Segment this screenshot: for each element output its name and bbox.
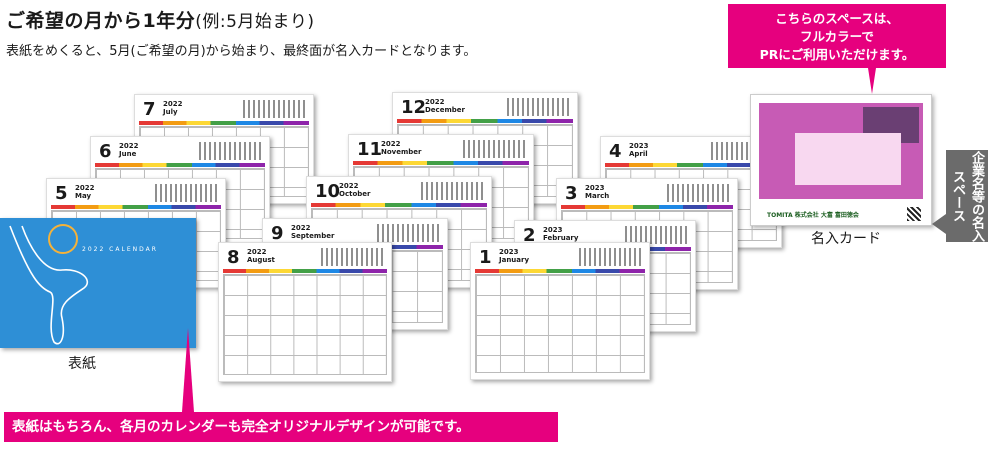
month-year: 2022 bbox=[247, 248, 267, 256]
design-callout-text: 表紙はもちろん、各月のカレンダーも完全オリジナルデザインが可能です。 bbox=[12, 419, 470, 435]
month-number: 6 bbox=[99, 141, 112, 162]
callout-pointer bbox=[182, 328, 194, 412]
title-main: ご希望の月から1年分 bbox=[6, 10, 196, 32]
month-name: September bbox=[291, 232, 335, 240]
weekday-stripe bbox=[95, 163, 265, 167]
calendar-page-january: 1 2023 January bbox=[470, 242, 650, 380]
weekday-stripe bbox=[397, 119, 573, 123]
mini-calendar bbox=[463, 140, 525, 158]
month-name: March bbox=[585, 192, 610, 200]
weekday-stripe bbox=[311, 203, 487, 207]
month-number: 8 bbox=[227, 247, 240, 268]
month-number: 1 bbox=[479, 247, 492, 268]
page-title: ご希望の月から1年分(例:5月始まり) bbox=[6, 6, 315, 33]
callout-line-1: こちらのスペースは、 bbox=[775, 11, 899, 26]
mini-calendar bbox=[579, 248, 641, 266]
design-callout: 表紙はもちろん、各月のカレンダーも完全オリジナルデザインが可能です。 bbox=[4, 328, 558, 442]
calendar-cover: 2022 CALENDAR bbox=[0, 218, 196, 348]
weekday-stripe bbox=[353, 161, 529, 165]
date-grid bbox=[223, 274, 387, 375]
month-year: 2022 bbox=[339, 182, 359, 190]
name-space-text: 企業名等の名入スペース bbox=[950, 150, 984, 242]
callout-line-2: フルカラーで bbox=[800, 29, 874, 44]
name-card: TOMITA 株式会社 大富 富田徳会 bbox=[750, 94, 932, 226]
callout-line-3: PRにご利用いただけます。 bbox=[759, 47, 915, 62]
month-name: October bbox=[339, 190, 371, 198]
month-year: 2022 bbox=[381, 140, 401, 148]
weekday-stripe bbox=[605, 163, 777, 167]
month-name: January bbox=[499, 256, 530, 264]
mini-calendar bbox=[243, 100, 305, 118]
month-number: 5 bbox=[55, 183, 68, 204]
weekday-stripe bbox=[561, 205, 733, 209]
month-number: 7 bbox=[143, 99, 156, 120]
mini-calendar bbox=[155, 184, 217, 202]
cover-title: 2022 CALENDAR bbox=[82, 246, 158, 253]
mini-calendar bbox=[199, 142, 261, 160]
mini-calendar bbox=[625, 226, 687, 244]
mini-calendar bbox=[421, 182, 483, 200]
callout-pointer bbox=[932, 214, 946, 234]
month-year: 2022 bbox=[425, 98, 445, 106]
month-name: August bbox=[247, 256, 275, 264]
month-number: 12 bbox=[401, 97, 427, 118]
date-grid bbox=[475, 274, 645, 373]
cover-line-graphic bbox=[9, 225, 89, 345]
month-year: 2023 bbox=[629, 142, 649, 150]
subtitle: 表紙をめくると、5月(ご希望の月)から始まり、最終面が名入カードとなります。 bbox=[6, 44, 477, 59]
mini-calendar bbox=[321, 248, 383, 266]
month-name: May bbox=[75, 192, 92, 200]
month-year: 2022 bbox=[291, 224, 311, 232]
pr-text-box bbox=[795, 133, 901, 185]
company-name: TOMITA 株式会社 大富 富田徳会 bbox=[767, 212, 859, 219]
mini-calendar bbox=[507, 98, 569, 116]
weekday-stripe bbox=[475, 269, 645, 273]
calendar-page-august: 8 2022 August bbox=[218, 242, 392, 382]
pr-space-callout: こちらのスペースは、 フルカラーで PRにご利用いただけます。 bbox=[728, 4, 946, 94]
month-name: April bbox=[629, 150, 648, 158]
weekday-stripe bbox=[139, 121, 309, 125]
qr-code-icon bbox=[907, 207, 921, 221]
title-example: (例:5月始まり) bbox=[195, 12, 315, 32]
mini-calendar bbox=[377, 224, 439, 242]
month-name: June bbox=[119, 150, 137, 158]
month-year: 2023 bbox=[543, 226, 563, 234]
month-name: November bbox=[381, 148, 422, 156]
month-number: 4 bbox=[609, 141, 622, 162]
namecard-label: 名入カード bbox=[811, 231, 881, 247]
mini-calendar bbox=[667, 184, 729, 202]
month-year: 2023 bbox=[585, 184, 605, 192]
month-year: 2022 bbox=[75, 184, 95, 192]
month-year: 2023 bbox=[499, 248, 519, 256]
month-number: 11 bbox=[357, 139, 383, 160]
cover-label: 表紙 bbox=[68, 356, 96, 372]
cover-circle-graphic bbox=[48, 224, 78, 254]
month-year: 2022 bbox=[163, 100, 183, 108]
pr-space bbox=[759, 103, 923, 199]
month-number: 9 bbox=[271, 223, 284, 244]
weekday-stripe bbox=[223, 269, 387, 273]
weekday-stripe bbox=[51, 205, 221, 209]
callout-pointer bbox=[868, 68, 876, 94]
month-name: December bbox=[425, 106, 465, 114]
month-year: 2022 bbox=[119, 142, 139, 150]
month-name: February bbox=[543, 234, 579, 242]
month-name: July bbox=[163, 108, 178, 116]
name-space-callout: 企業名等の名入スペース bbox=[932, 150, 988, 242]
month-number: 10 bbox=[315, 181, 341, 202]
month-number: 3 bbox=[565, 183, 578, 204]
month-number: 2 bbox=[523, 225, 536, 246]
